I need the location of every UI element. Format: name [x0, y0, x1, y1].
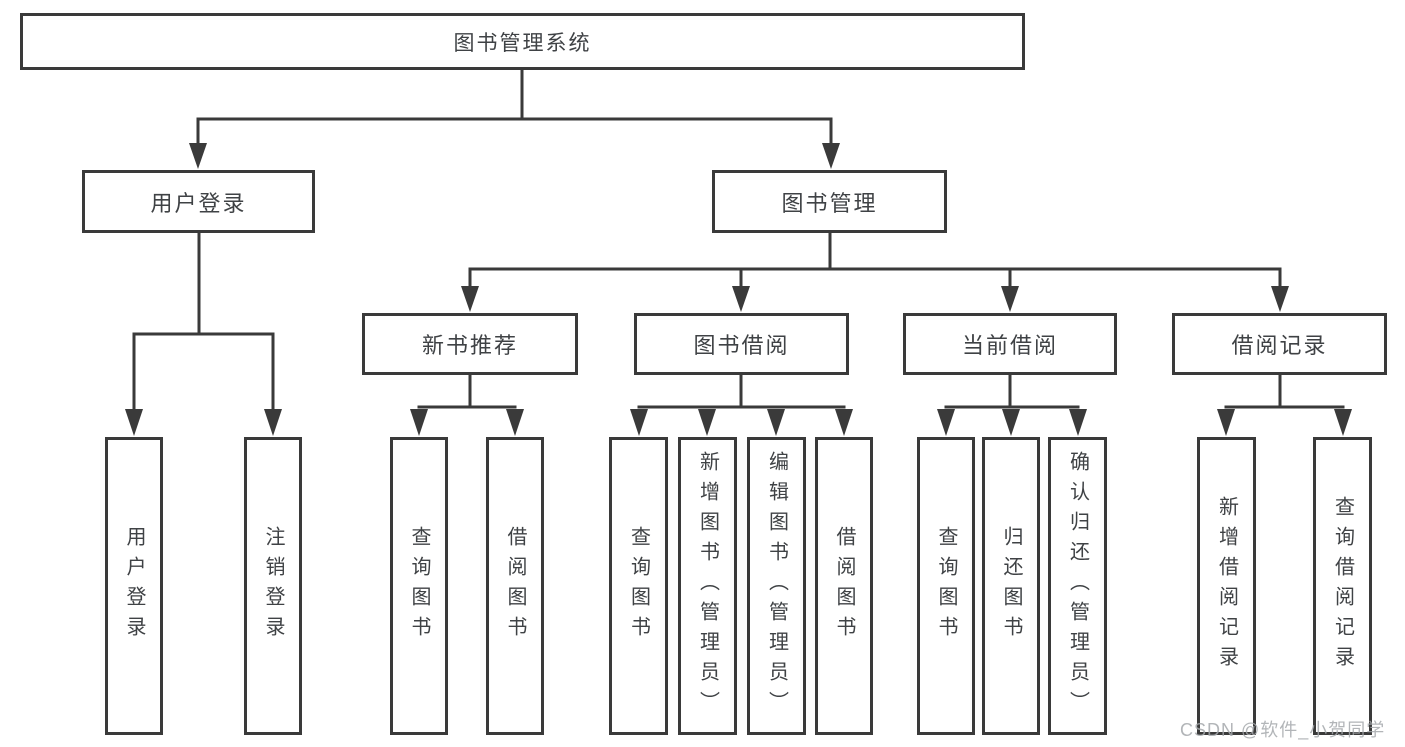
node-new-books-label: 新书推荐	[421, 333, 518, 358]
node-new-books: 新书推荐	[362, 313, 578, 375]
leaf-records-query: 查询借阅记录	[1313, 437, 1372, 735]
node-book-borrow-label: 图书借阅	[693, 333, 790, 358]
arrowhead-bookborrow-leaf-1	[698, 409, 716, 436]
arrowhead-new-books	[461, 286, 479, 312]
node-user-login-label: 用户登录	[150, 190, 247, 216]
node-book-mgmt: 图书管理	[712, 170, 947, 233]
leaf-currentborrow-query-label: 查询图书	[935, 526, 957, 646]
node-book-borrow: 图书借阅	[634, 313, 849, 375]
arrowhead-bookborrow-leaf-3	[835, 409, 853, 436]
leaf-newbooks-query-label: 查询图书	[408, 526, 430, 646]
arrowhead-userlogin-leaf-1	[264, 409, 282, 436]
node-book-mgmt-label: 图书管理	[781, 190, 878, 216]
leaf-currentborrow-confirm: 确认归还（管理员）	[1048, 437, 1107, 735]
leaf-currentborrow-query: 查询图书	[917, 437, 975, 735]
leaf-currentborrow-confirm-label: 确认归还（管理员）	[1066, 451, 1089, 721]
leaf-bookborrow-borrow-label: 借阅图书	[833, 526, 855, 646]
arrowhead-currentborrow-leaf-0	[937, 409, 955, 436]
arrowhead-currentborrow-leaf-2	[1069, 409, 1087, 436]
arrowhead-borrowrecords-leaf-0	[1217, 409, 1235, 436]
leaf-newbooks-borrow-label: 借阅图书	[504, 526, 526, 646]
arrowhead-user-login	[189, 143, 207, 169]
csdn-watermark: CSDN @软件_小贺同学	[1180, 720, 1386, 740]
leaf-user-login-label: 用户登录	[123, 526, 145, 646]
leaf-user-login: 用户登录	[105, 437, 163, 735]
arrowhead-book-borrow	[732, 286, 750, 312]
leaf-bookborrow-borrow: 借阅图书	[815, 437, 873, 735]
node-root-label: 图书管理系统	[453, 31, 592, 55]
arrowhead-current-borrow	[1001, 286, 1019, 312]
leaf-bookborrow-edit: 编辑图书（管理员）	[747, 437, 806, 735]
leaf-records-add: 新增借阅记录	[1197, 437, 1256, 735]
arrowhead-book-mgmt	[822, 143, 840, 169]
node-user-login: 用户登录	[82, 170, 315, 233]
leaf-records-add-label: 新增借阅记录	[1215, 496, 1238, 676]
leaf-bookborrow-add: 新增图书（管理员）	[678, 437, 737, 735]
arrowhead-borrowrecords-leaf-1	[1334, 409, 1352, 436]
leaf-logout-label: 注销登录	[262, 526, 284, 646]
leaf-records-query-label: 查询借阅记录	[1331, 496, 1354, 676]
leaf-currentborrow-return: 归还图书	[982, 437, 1040, 735]
arrowhead-userlogin-leaf-0	[125, 409, 143, 436]
leaf-newbooks-borrow: 借阅图书	[486, 437, 544, 735]
node-root: 图书管理系统	[20, 13, 1025, 70]
leaf-bookborrow-edit-label: 编辑图书（管理员）	[765, 451, 788, 721]
leaf-bookborrow-query-label: 查询图书	[627, 526, 650, 646]
leaf-logout: 注销登录	[244, 437, 302, 735]
leaf-bookborrow-add-label: 新增图书（管理员）	[696, 451, 719, 721]
node-current-borrow-label: 当前借阅	[961, 333, 1058, 358]
arrowhead-newbooks-leaf-0	[410, 409, 428, 436]
arrowhead-currentborrow-leaf-1	[1002, 409, 1020, 436]
leaf-currentborrow-return-label: 归还图书	[1000, 526, 1022, 646]
node-current-borrow: 当前借阅	[903, 313, 1117, 375]
node-borrow-records: 借阅记录	[1172, 313, 1387, 375]
leaf-newbooks-query: 查询图书	[390, 437, 448, 735]
leaf-bookborrow-query: 查询图书	[609, 437, 668, 735]
arrowhead-bookborrow-leaf-0	[630, 409, 648, 436]
node-borrow-records-label: 借阅记录	[1231, 333, 1328, 358]
arrowhead-bookborrow-leaf-2	[767, 409, 785, 436]
arrowhead-newbooks-leaf-1	[506, 409, 524, 436]
arrowhead-borrow-records	[1271, 286, 1289, 312]
